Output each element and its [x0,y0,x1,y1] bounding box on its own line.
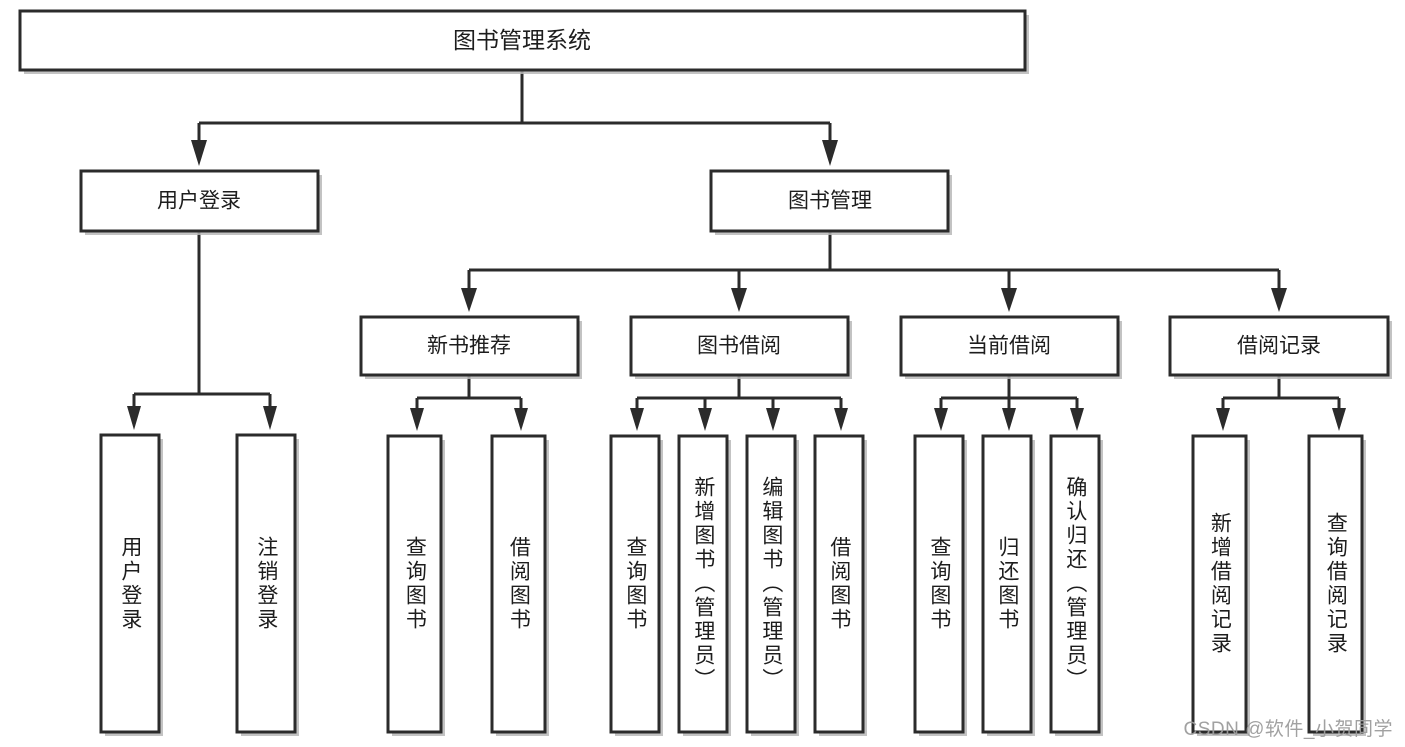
node-current-borrow[interactable]: 当前借阅 [899,315,1122,379]
connectors-userlogin-to-leaves [127,231,277,430]
leaf-node-user-login[interactable] [99,433,163,736]
leaf-7-box [745,434,797,734]
arrowhead-leaf-7 [766,408,780,431]
arrowhead-leaf-10 [1002,408,1016,431]
root-label: 图书管理系统 [453,27,591,53]
node-book-borrow[interactable]: 图书借阅 [629,315,852,379]
arrowhead-user-login [191,140,207,166]
node-user-login[interactable]: 用户登录 [79,169,322,235]
arrowhead-book-mgmt [822,140,838,166]
root-box [18,9,1027,72]
node-borrow-record[interactable]: 借阅记录 [1168,315,1392,379]
connectors-root-to-level2 [191,70,838,166]
leaf-9-box [913,434,965,734]
arrowhead-leaf-13 [1332,408,1346,431]
leaf-node-query-book-b[interactable] [609,434,663,736]
connectors-current-to-leaves [934,375,1084,431]
leaf-node-return-book[interactable] [981,434,1035,736]
leaf-node-logout[interactable] [235,433,299,736]
leaf-node-query-borrow-record[interactable] [1307,434,1366,736]
arrowhead-leaf-6 [698,408,712,431]
book-borrow-label: 图书借阅 [697,335,781,358]
leaf-11-box [1049,434,1101,734]
leaf-4-box [490,434,547,734]
connectors-record-to-leaves [1216,375,1346,431]
arrowhead-leaf-8 [834,408,848,431]
leaf-13-box [1307,434,1364,734]
book-management-box [709,169,950,233]
arrowhead-leaf-5 [630,408,644,431]
leaf-5-box [609,434,661,734]
leaf-node-borrow-book-a[interactable] [490,434,549,736]
arrowhead-current [1001,288,1017,312]
leaf-node-query-book-c[interactable] [913,434,967,736]
borrow-record-label: 借阅记录 [1237,335,1321,358]
arrowhead-record [1271,288,1287,312]
arrowhead-borrow [731,288,747,312]
node-book-management[interactable]: 图书管理 [709,169,952,235]
arrowhead-leaf-2 [263,406,277,430]
new-book-box [359,315,580,377]
node-new-book-recommend[interactable]: 新书推荐 [359,315,582,379]
arrowhead-leaf-9 [934,408,948,431]
current-borrow-label: 当前借阅 [967,335,1051,358]
book-management-label: 图书管理 [788,190,872,213]
leaf-10-box [981,434,1033,734]
connectors-borrow-to-leaves [630,375,848,431]
arrowhead-leaf-4 [514,408,528,431]
user-login-label: 用户登录 [157,190,241,213]
node-root-book-management-system[interactable]: 图书管理系统 [18,9,1029,74]
leaf-node-add-borrow-record[interactable] [1191,434,1250,736]
arrowhead-newbook [461,288,477,312]
leaf-node-borrow-book-b[interactable] [813,434,867,736]
arrowhead-leaf-12 [1216,408,1230,431]
leaf-8-box [813,434,865,734]
current-borrow-box [899,315,1120,377]
user-login-box [79,169,320,233]
arrowhead-leaf-3 [410,408,424,431]
arrowhead-leaf-1 [127,406,141,430]
book-borrow-box [629,315,850,377]
leaf-3-box [386,434,443,734]
leaf-6-box [677,434,729,734]
connectors-bookmgmt-to-level3 [461,231,1287,312]
new-book-label: 新书推荐 [427,335,511,358]
leaf-node-edit-book-admin[interactable] [745,434,799,736]
leaf-node-confirm-return-admin[interactable] [1049,434,1103,736]
leaf-12-box [1191,434,1248,734]
leaf-node-query-book-a[interactable] [386,434,445,736]
leaf-node-add-book-admin[interactable] [677,434,731,736]
borrow-record-box [1168,315,1390,377]
leaf-2-box [235,433,297,734]
leaf-1-box [99,433,161,734]
arrowhead-leaf-11 [1070,408,1084,431]
csdn-watermark: CSDN @软件_小贺同学 [1183,719,1393,740]
connectors-newbook-to-leaves [410,375,528,431]
